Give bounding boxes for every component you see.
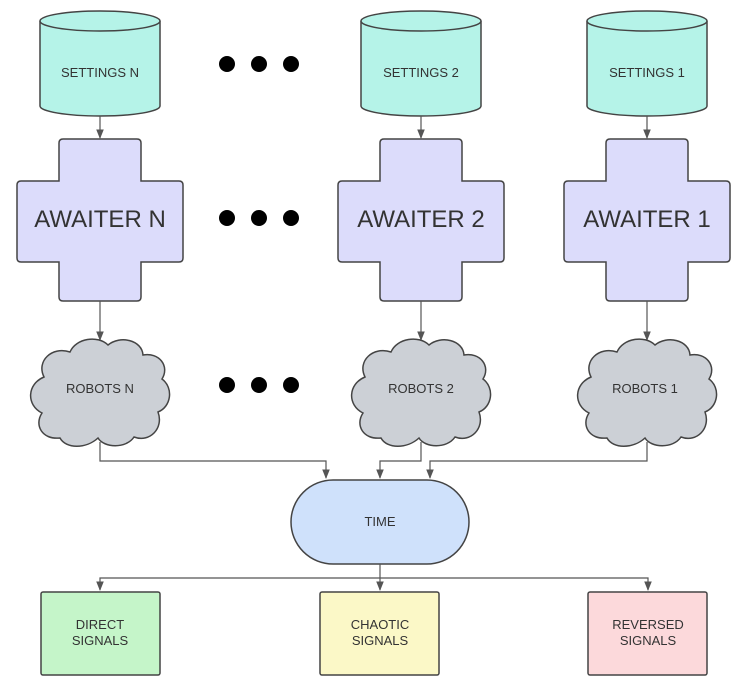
awaiter-1-label: AWAITER 1	[583, 206, 711, 233]
time-label: TIME	[364, 514, 395, 529]
direct-signals-line-1: DIRECT	[76, 617, 124, 632]
robots-n-cloud: ROBOTS N	[29, 338, 171, 447]
direct-signals-line-2: SIGNALS	[72, 633, 129, 648]
robots-2-label: ROBOTS 2	[388, 381, 454, 396]
settings-n-label: SETTINGS N	[61, 65, 139, 80]
robots-2-cloud: ROBOTS 2	[350, 338, 492, 447]
robots-n-label: ROBOTS N	[66, 381, 134, 396]
ellipsis-dots-icon	[219, 210, 299, 226]
awaiter-n-label: AWAITER N	[34, 206, 166, 233]
awaiter-1-node: AWAITER 1	[563, 138, 731, 302]
edge-time-to-direct	[96, 577, 380, 591]
edge-time-to-reversed	[380, 577, 652, 591]
robots-1-label: ROBOTS 1	[612, 381, 678, 396]
ellipsis-dots-icon	[219, 377, 299, 393]
edge-robots-1-to-time	[426, 442, 648, 479]
awaiter-2-label: AWAITER 2	[357, 206, 485, 233]
settings-2-label: SETTINGS 2	[383, 65, 459, 80]
settings-2-database: SETTINGS 2	[360, 10, 482, 117]
reversed-signals-line-1: REVERSED	[612, 617, 684, 632]
chaotic-signals-line-1: CHAOTIC	[351, 617, 410, 632]
direct-signals-node: DIRECT SIGNALS	[40, 591, 161, 676]
settings-1-database: SETTINGS 1	[586, 10, 708, 117]
ellipsis-dots-icon	[219, 56, 299, 72]
edge-robots-2-to-time	[376, 442, 422, 479]
settings-1-label: SETTINGS 1	[609, 65, 685, 80]
awaiter-n-node: AWAITER N	[16, 138, 184, 302]
robots-1-cloud: ROBOTS 1	[576, 338, 718, 447]
edge-robots-n-to-time	[99, 442, 330, 479]
settings-n-database: SETTINGS N	[39, 10, 161, 117]
time-node: TIME	[290, 479, 470, 565]
chaotic-signals-line-2: SIGNALS	[352, 633, 409, 648]
awaiter-2-node: AWAITER 2	[337, 138, 505, 302]
reversed-signals-line-2: SIGNALS	[620, 633, 677, 648]
reversed-signals-node: REVERSED SIGNALS	[587, 591, 708, 676]
chaotic-signals-node: CHAOTIC SIGNALS	[319, 591, 440, 676]
